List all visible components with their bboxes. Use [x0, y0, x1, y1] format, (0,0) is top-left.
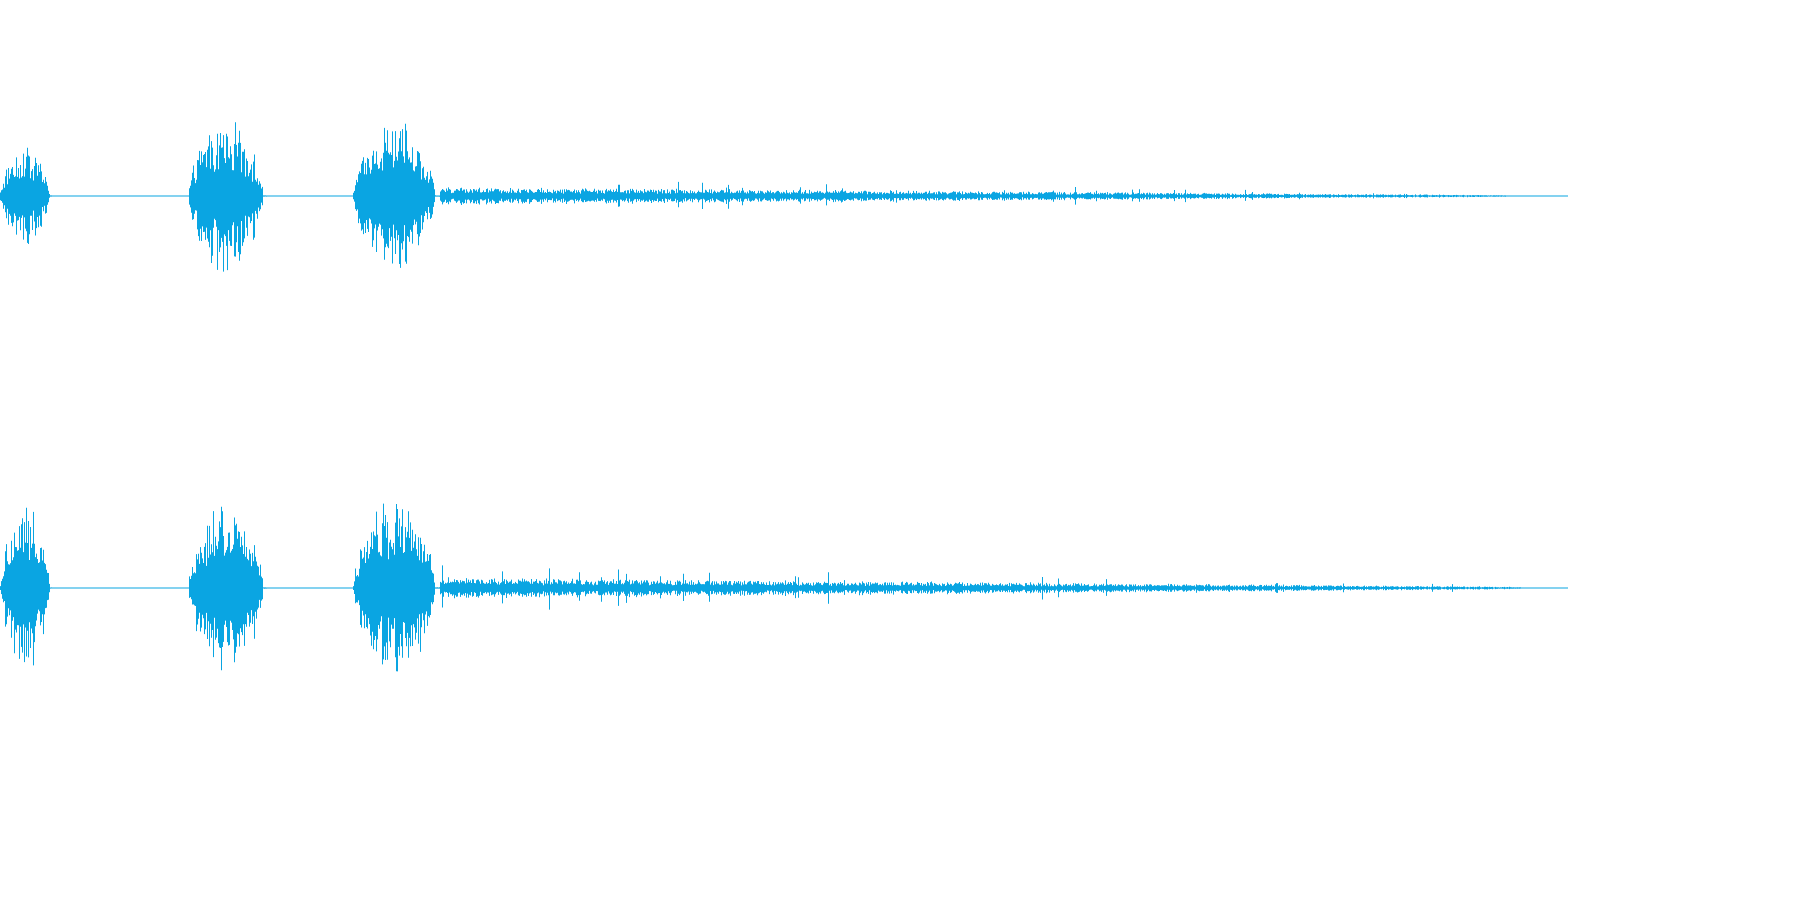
waveform-channel-1 — [0, 122, 1568, 272]
waveform-samples — [0, 122, 1506, 272]
waveform-channel-2 — [0, 503, 1568, 672]
waveform-samples — [0, 503, 1521, 672]
